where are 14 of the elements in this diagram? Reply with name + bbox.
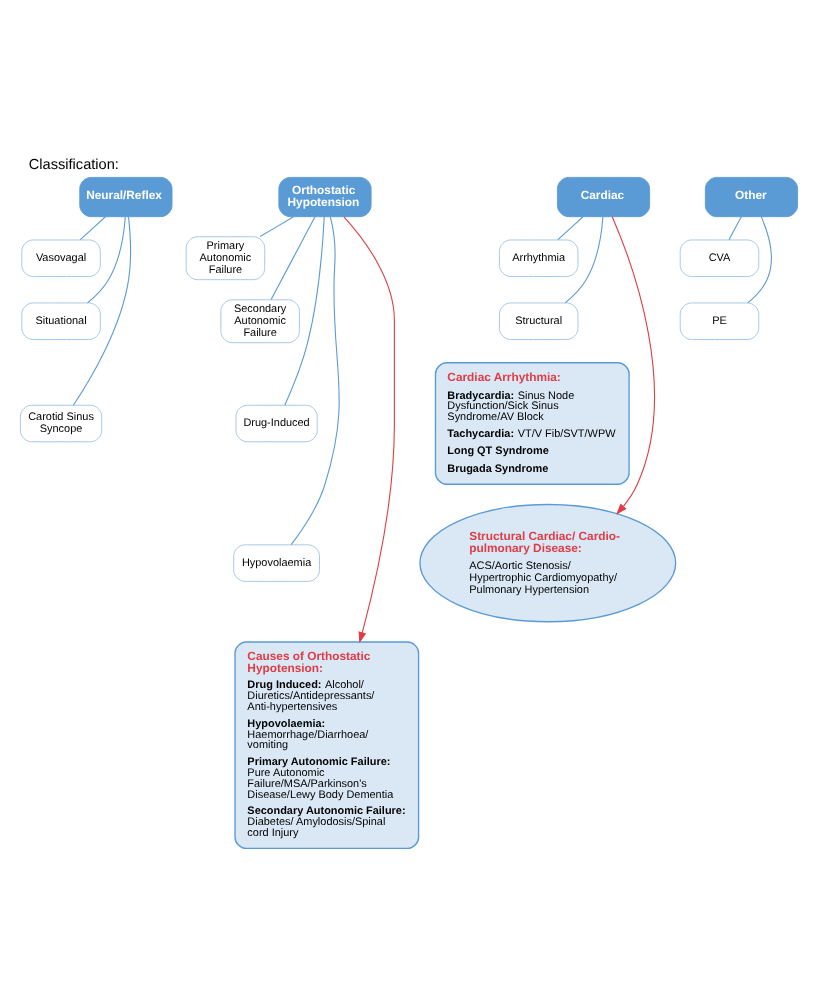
connector <box>284 215 325 405</box>
connector <box>290 215 340 545</box>
connector <box>87 215 126 303</box>
connector <box>72 215 132 405</box>
connector <box>259 215 295 237</box>
connector <box>564 215 604 303</box>
arrow <box>611 215 655 514</box>
arrow <box>343 215 395 643</box>
connector <box>728 215 742 240</box>
diagram-title: Classification: <box>28 154 119 172</box>
connector <box>270 215 316 300</box>
connector <box>747 215 772 303</box>
connector <box>557 215 584 240</box>
connector <box>79 215 106 240</box>
